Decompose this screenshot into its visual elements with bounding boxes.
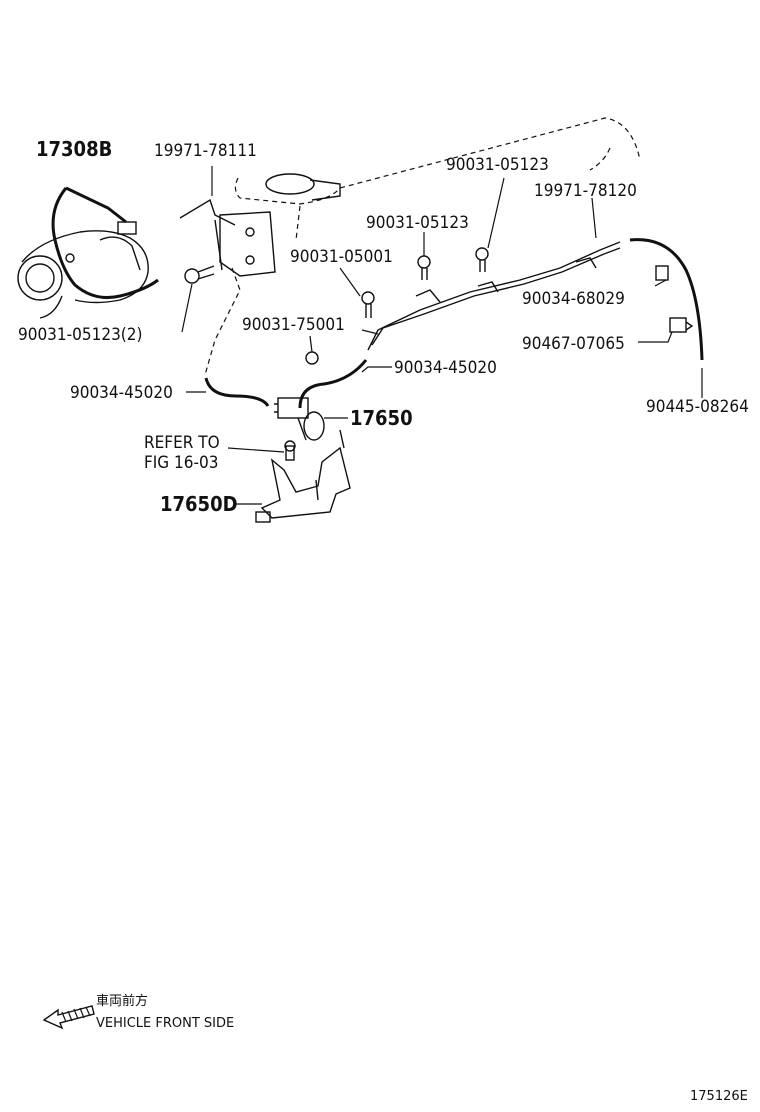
bolt-90031-05123-mid (417, 255, 431, 280)
label-90031-05123-mid: 90031-05123 (366, 213, 469, 233)
label-refer-to: REFER TO (144, 433, 220, 453)
leader-lines (181, 166, 703, 505)
label-17650: 17650 (350, 406, 413, 430)
label-90031-05001: 90031-05001 (290, 247, 393, 267)
turbocharger-drawing (17, 186, 159, 319)
clip-90034-68029 (655, 265, 669, 281)
clip-90467-07065 (669, 317, 694, 333)
label-17650D: 17650D (160, 492, 238, 516)
label-90031-75001: 90031-75001 (242, 315, 345, 335)
dashed-connector (204, 267, 241, 376)
label-fig-ref: FIG 16-03 (144, 453, 218, 473)
label-90034-45020-left: 90034-45020 (70, 383, 173, 403)
label-19971-78111: 19971-78111 (154, 141, 257, 161)
label-19971-78120: 19971-78120 (534, 181, 637, 201)
legend-japanese: 車両前方 (96, 993, 148, 1009)
label-90034-45020-right: 90034-45020 (394, 358, 497, 378)
label-90031-05123-2: 90031-05123(2) (18, 325, 142, 345)
bracket-19971-78111 (179, 198, 276, 277)
hose-90034-45020-right (298, 359, 368, 409)
pipe-19971-78120 (361, 241, 621, 351)
bracket-17650D (255, 429, 351, 523)
label-90445-08264: 90445-08264 (646, 397, 749, 417)
intake-outline (234, 117, 641, 241)
hose-90034-45020-left (204, 377, 270, 407)
label-90467-07065: 90467-07065 (522, 334, 625, 354)
figure-id: 175126E (690, 1089, 748, 1104)
bolt-90031-05001 (361, 291, 375, 318)
bolt-90031-05123-top (475, 247, 489, 272)
label-90031-05123-top: 90031-05123 (446, 155, 549, 175)
hose-90445-08264 (629, 238, 704, 361)
legend-english: VEHICLE FRONT SIDE (96, 1016, 234, 1031)
label-90034-68029: 90034-68029 (522, 289, 625, 309)
vsv-17650 (274, 397, 325, 441)
bolt-90031-05123-2 (184, 265, 215, 284)
nut-90031-75001 (305, 351, 319, 365)
front-direction-arrow-icon (42, 1005, 95, 1030)
label-17308B: 17308B (36, 137, 112, 161)
